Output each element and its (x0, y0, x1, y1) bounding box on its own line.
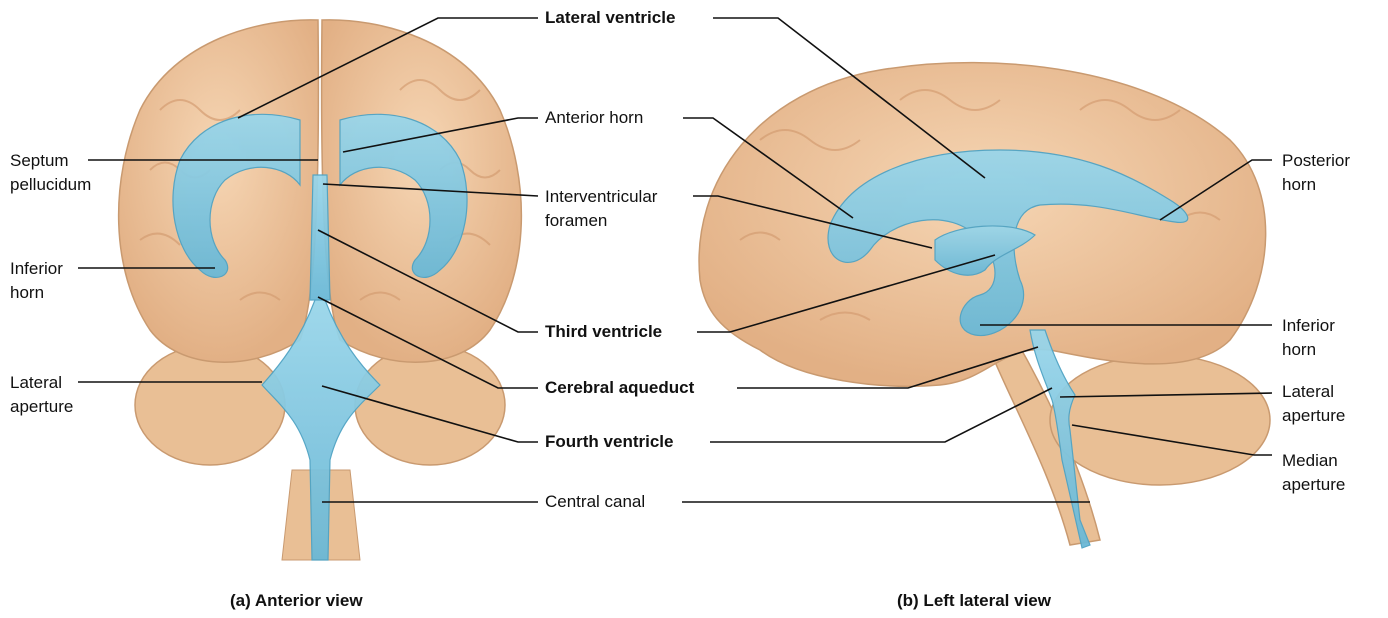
label-central-canal: Central canal (545, 491, 645, 513)
lateral-view-illustration (699, 63, 1270, 548)
anterior-cerebellum-right (355, 345, 505, 465)
caption-anterior-view: (a) Anterior view (230, 591, 363, 611)
label-fourth-ventricle: Fourth ventricle (545, 431, 673, 453)
label-septum-pellucidum-line1: Septum (10, 150, 69, 172)
label-lateral-aperture-b-line1: Lateral (1282, 381, 1334, 403)
label-median-aperture-line1: Median (1282, 450, 1338, 472)
label-inferior-horn-b-line1: Inferior (1282, 315, 1335, 337)
label-inferior-horn-a-line1: Inferior (10, 258, 63, 280)
label-interventricular-foramen-line2: foramen (545, 210, 607, 232)
anterior-left-hemisphere (119, 20, 319, 362)
anterior-view-illustration (119, 20, 522, 560)
label-lateral-ventricle: Lateral ventricle (545, 7, 675, 29)
lateral-cerebellum (1050, 355, 1270, 485)
label-cerebral-aqueduct: Cerebral aqueduct (545, 377, 694, 399)
anterior-right-hemisphere (322, 20, 522, 362)
label-septum-pellucidum-line2: pellucidum (10, 174, 91, 196)
label-lateral-aperture-a-line1: Lateral (10, 372, 62, 394)
label-lateral-aperture-b-line2: aperture (1282, 405, 1345, 427)
label-lateral-aperture-a-line2: aperture (10, 396, 73, 418)
label-median-aperture-line2: aperture (1282, 474, 1345, 496)
anterior-third-ventricle (310, 175, 330, 300)
label-interventricular-foramen-line1: Interventricular (545, 186, 657, 208)
caption-left-lateral-view: (b) Left lateral view (897, 591, 1051, 611)
label-anterior-horn: Anterior horn (545, 107, 643, 129)
label-posterior-horn-line2: horn (1282, 174, 1316, 196)
label-inferior-horn-b-line2: horn (1282, 339, 1316, 361)
label-inferior-horn-a-line2: horn (10, 282, 44, 304)
label-third-ventricle: Third ventricle (545, 321, 662, 343)
anterior-cerebellum-left (135, 345, 285, 465)
label-posterior-horn-line1: Posterior (1282, 150, 1350, 172)
